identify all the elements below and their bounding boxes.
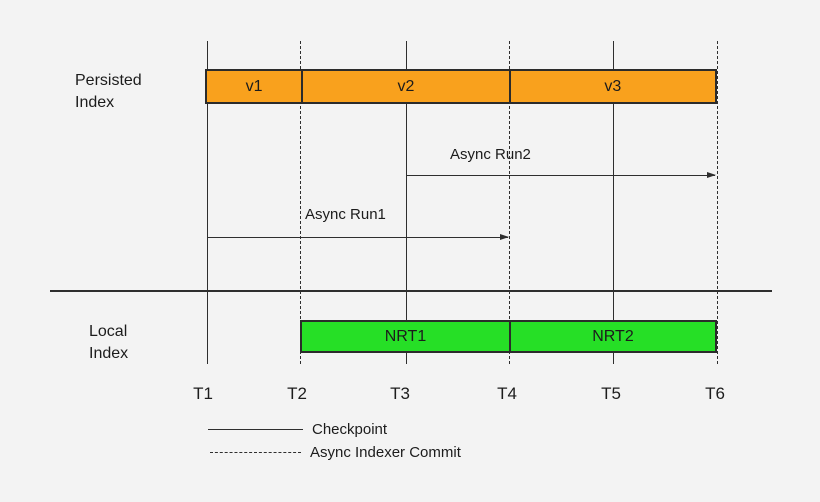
async-run2-arrow [406, 172, 716, 178]
timeline-line-t2 [300, 41, 301, 364]
async-run2-label: Async Run2 [450, 146, 531, 163]
legend-solid-line-icon [208, 429, 303, 430]
tick-label-t2: T2 [287, 384, 307, 403]
legend-label-async-indexer-commit: Async Indexer Commit [310, 444, 461, 461]
local-segment-nrt2: NRT2 [508, 322, 715, 351]
tick-label-t1: T1 [193, 384, 213, 403]
persisted-index-label: Persisted Index [75, 72, 142, 111]
arrowhead-right-icon [707, 172, 716, 178]
persisted-segment-v2: v2 [301, 71, 508, 102]
timeline-line-t3 [406, 41, 407, 364]
timeline-line-t5 [613, 41, 614, 364]
timeline-line-t4 [509, 41, 510, 364]
persisted-segment-v1: v1 [245, 77, 263, 95]
tick-label-t5: T5 [601, 384, 621, 403]
persisted-index-bar: v1 v2 v3 [205, 69, 717, 104]
tick-label-t3: T3 [390, 384, 410, 403]
local-segment-nrt1: NRT1 [384, 327, 427, 345]
arrowhead-right-icon [500, 234, 509, 240]
async-run1-arrow [207, 234, 509, 240]
async-run1-label: Async Run1 [305, 206, 386, 223]
tick-label-t6: T6 [705, 384, 725, 403]
local-index-label: Local Index [89, 323, 129, 362]
persisted-segment-v3: v3 [508, 71, 715, 102]
timeline-line-t1 [207, 41, 208, 364]
tick-label-t4: T4 [497, 384, 517, 403]
legend-dashed-line-icon [210, 452, 301, 453]
timeline-line-t6 [717, 41, 718, 364]
local-index-bar: NRT1 NRT2 [300, 320, 717, 353]
section-divider-line [50, 290, 772, 292]
legend-label-checkpoint: Checkpoint [312, 421, 388, 438]
